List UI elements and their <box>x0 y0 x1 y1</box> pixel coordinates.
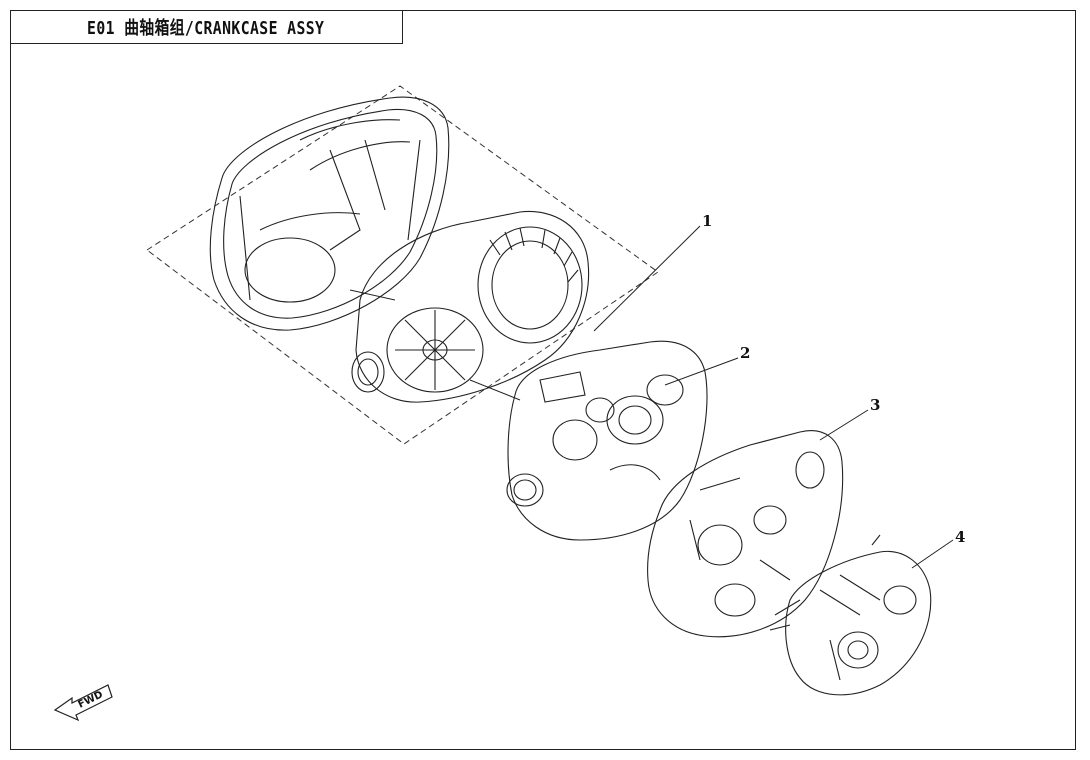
callout-2: 2 <box>740 344 750 362</box>
clutch-cover-outer <box>209 96 450 331</box>
title-block: E01 曲轴箱组/CRANKCASE ASSY <box>10 10 403 44</box>
callout-1: 1 <box>702 212 712 230</box>
callout-4: 4 <box>955 528 965 546</box>
clutch-cover-inner <box>351 210 590 403</box>
drawing-sheet <box>10 10 1076 750</box>
assembly-group-outline <box>146 85 659 445</box>
crankcase-left <box>506 340 708 541</box>
callout-3: 3 <box>870 396 880 414</box>
crankcase-cover <box>769 534 932 696</box>
page-title: E01 曲轴箱组/CRANKCASE ASSY <box>87 17 325 39</box>
crankcase-right <box>647 430 844 638</box>
leader-lines <box>349 225 954 569</box>
fwd-arrow-icon: FWD <box>53 684 113 722</box>
